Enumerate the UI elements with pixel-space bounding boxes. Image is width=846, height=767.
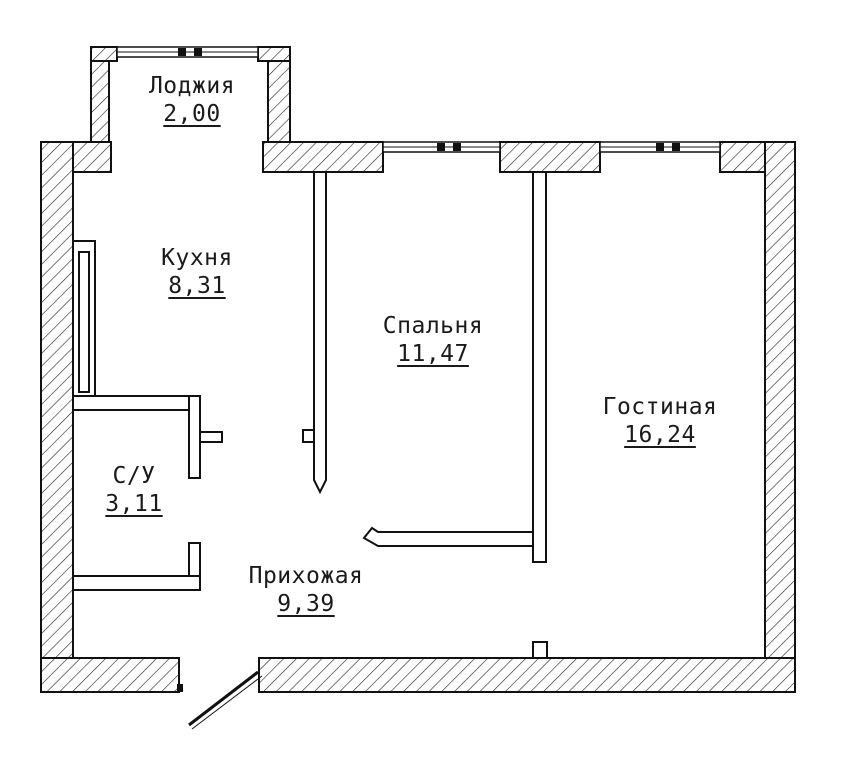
room-area-hallway: 9,39 [277,591,335,617]
loggia-wall-top-right [257,46,291,62]
room-label-loggia: Лоджия 2,00 [149,72,235,128]
partition-bedroom-living [532,171,547,563]
bathroom-wall-right-top [188,395,201,479]
window-bedroom-mullion [453,143,461,151]
bottom-pier [532,641,548,659]
bottom-wall-left [40,657,180,693]
room-name-bedroom: Спальня [382,313,484,339]
window-bedroom-mullion [437,143,445,151]
room-area-living: 16,24 [624,422,696,448]
windows [116,46,721,153]
room-name-loggia: Лоджия [148,73,236,99]
bathroom-wall-top [72,395,201,411]
loggia-wall-top-left [90,46,118,62]
room-label-kitchen: Кухня 8,31 [161,244,233,300]
right-wall [764,141,796,693]
room-name-living: Гостиная [602,394,718,420]
entrance-door[interactable] [177,670,263,730]
partition-kitchen-bedroom [313,171,327,495]
top-wall-pier [499,141,601,173]
outer-walls [40,46,796,693]
room-label-hallway: Прихожая 9,39 [249,562,364,618]
room-area-kitchen: 8,31 [168,273,226,299]
kitchen-niche-inner [78,251,90,393]
partition-stub [302,429,315,443]
room-label-bathroom: С/У 3,11 [105,462,162,518]
room-name-bathroom: С/У [112,463,156,489]
room-area-loggia: 2,00 [163,101,221,127]
room-name-hallway: Прихожая [248,563,364,589]
window-loggia-mullion [178,48,186,56]
left-wall [40,141,74,693]
top-wall-mid [262,141,384,173]
interior-partitions [72,171,548,659]
window-loggia-mullion [194,48,202,56]
partition-bedroom-bottom [362,526,534,547]
room-label-bedroom: Спальня 11,47 [383,312,483,368]
bathroom-wall-bottom [72,575,201,591]
room-area-bedroom: 11,47 [397,341,469,367]
room-label-living: Гостиная 16,24 [603,393,718,449]
room-name-kitchen: Кухня [161,245,233,271]
bottom-wall-right [258,657,796,693]
bathroom-stub [199,431,223,443]
room-area-bathroom: 3,11 [105,491,163,517]
window-living-mullion [656,143,664,151]
window-living-mullion [672,143,680,151]
